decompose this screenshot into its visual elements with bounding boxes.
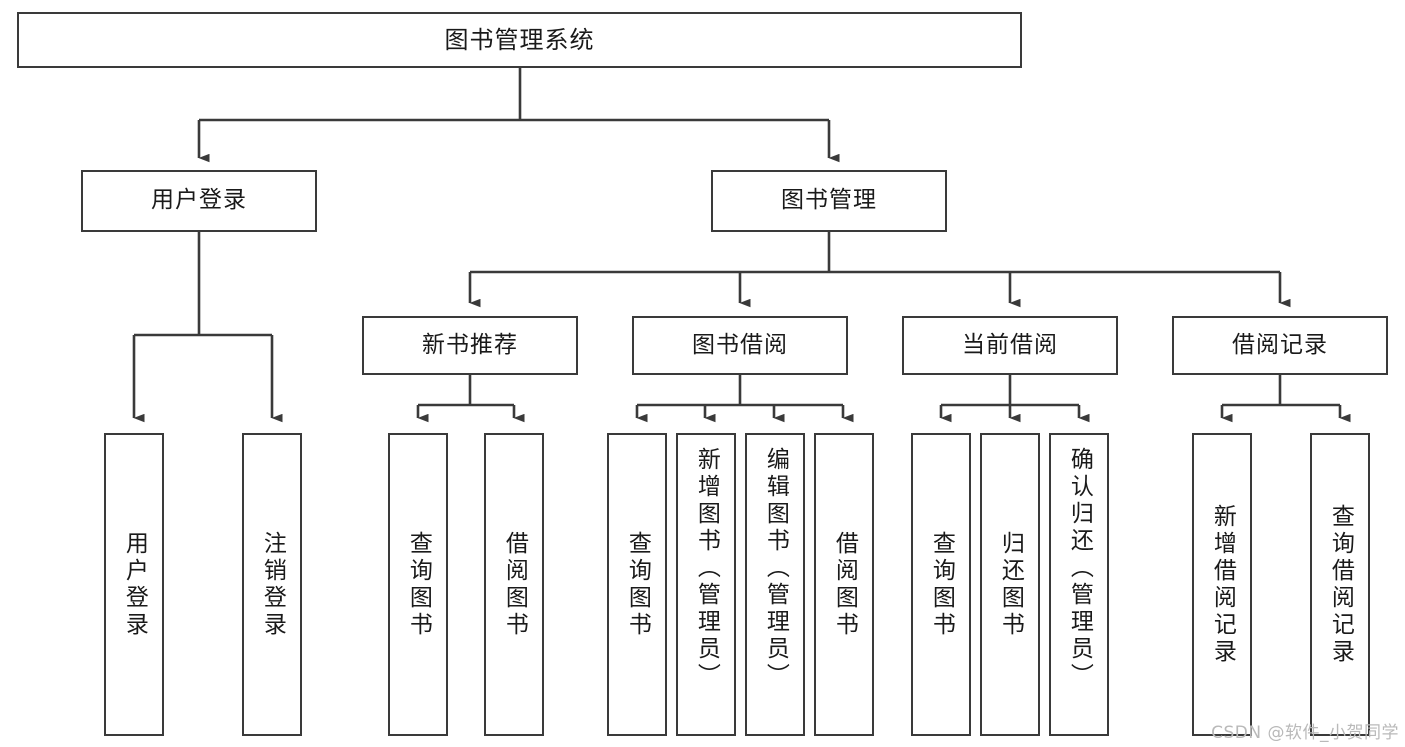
node-user-login[interactable]: 用户登录 [81, 170, 317, 232]
node-leaf-query-book-2[interactable]: 查询图书 [607, 433, 667, 736]
node-root-system[interactable]: 图书管理系统 [17, 12, 1022, 68]
node-leaf-confirm-return[interactable]: 确认归还（管理员） [1049, 433, 1109, 736]
node-current-borrow[interactable]: 当前借阅 [902, 316, 1118, 375]
node-leaf-query-record[interactable]: 查询借阅记录 [1310, 433, 1370, 736]
node-leaf-user-logout[interactable]: 注销登录 [242, 433, 302, 736]
node-leaf-edit-book[interactable]: 编辑图书（管理员） [745, 433, 805, 736]
node-leaf-user-login[interactable]: 用户登录 [104, 433, 164, 736]
node-book-manage[interactable]: 图书管理 [711, 170, 947, 232]
node-leaf-add-book[interactable]: 新增图书（管理员） [676, 433, 736, 736]
node-leaf-borrow-book-2[interactable]: 借阅图书 [814, 433, 874, 736]
node-book-borrow[interactable]: 图书借阅 [632, 316, 848, 375]
node-leaf-return-book[interactable]: 归还图书 [980, 433, 1040, 736]
node-leaf-borrow-book-1[interactable]: 借阅图书 [484, 433, 544, 736]
node-new-book-recommend[interactable]: 新书推荐 [362, 316, 578, 375]
node-leaf-query-book-1[interactable]: 查询图书 [388, 433, 448, 736]
node-borrow-record[interactable]: 借阅记录 [1172, 316, 1388, 375]
node-leaf-add-record[interactable]: 新增借阅记录 [1192, 433, 1252, 736]
node-leaf-query-book-3[interactable]: 查询图书 [911, 433, 971, 736]
